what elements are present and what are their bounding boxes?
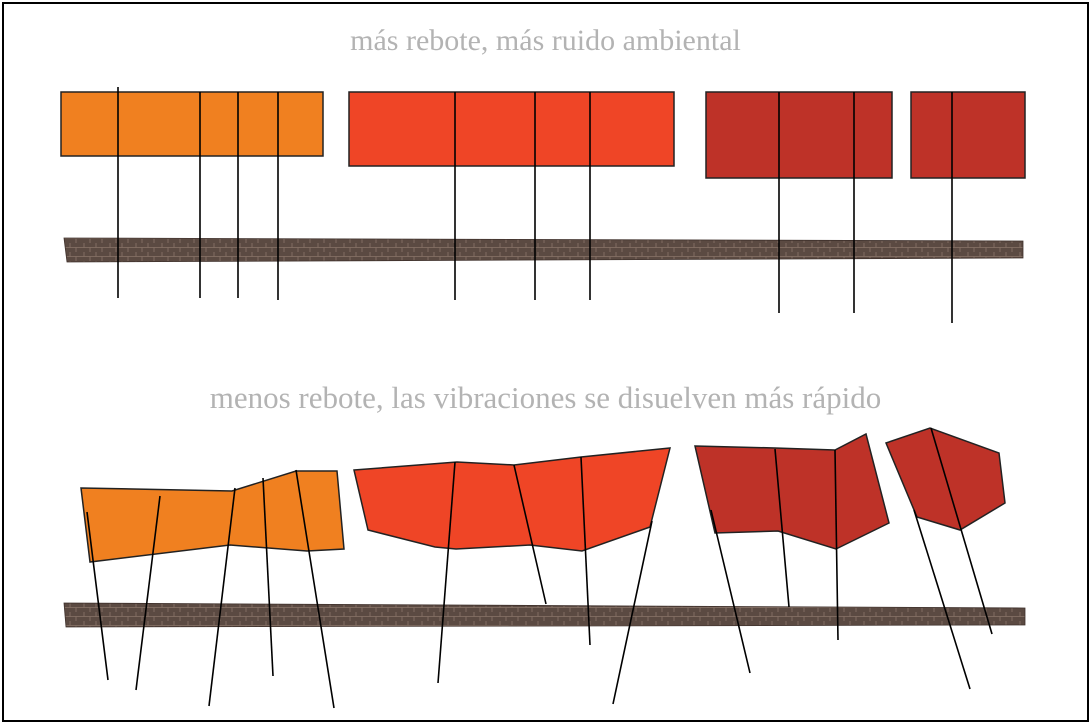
ground-strip-top: [63, 237, 1024, 263]
block-dark-red-top-2: [910, 91, 1026, 179]
block-dark-red-bottom-1: [694, 432, 890, 550]
block-dark-red-top-1: [705, 91, 893, 179]
block-orange-top: [60, 91, 324, 157]
block-orange-bottom: [80, 470, 345, 563]
caption-top: más rebote, más ruido ambiental: [350, 24, 741, 57]
posts-bottom: [86, 427, 993, 709]
bottom-panel: [63, 427, 1026, 709]
block-red-orange-bottom: [353, 447, 671, 552]
block-red-orange-top: [348, 91, 675, 167]
posts-top: [117, 87, 953, 323]
caption-bottom: menos rebote, las vibraciones se disuelv…: [209, 380, 882, 415]
top-panel: [60, 87, 1026, 323]
ground-strip-bottom: [63, 602, 1026, 628]
